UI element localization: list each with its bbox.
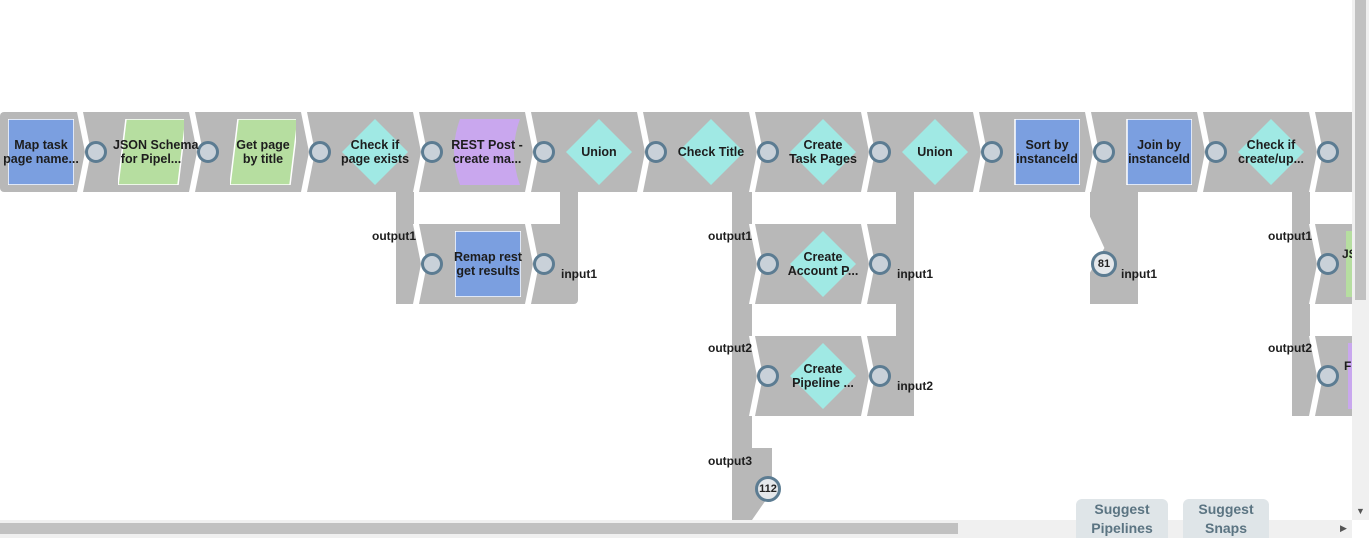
router-icon: [678, 119, 744, 185]
snap-label: Union: [917, 145, 953, 159]
union-icon: [902, 119, 968, 185]
snap-json-schema[interactable]: JSON Schema for Pipel...: [113, 119, 198, 185]
horizontal-scroll-thumb[interactable]: [0, 523, 958, 534]
rest-icon: [454, 119, 520, 185]
view-label-input1: input1: [1121, 267, 1157, 281]
router-icon: [790, 231, 856, 297]
output-port[interactable]: [869, 253, 891, 275]
snap-rest-post[interactable]: REST Post - create ma...: [451, 119, 523, 185]
branch-track-remap-left: [396, 192, 414, 304]
parser-icon: [230, 119, 296, 185]
suggest-pipelines-button[interactable]: Suggest Pipelines: [1076, 499, 1168, 538]
partial-label: F: [1344, 359, 1352, 373]
snap-label: Map task page name...: [3, 138, 79, 166]
snap-remap[interactable]: Remap rest get results: [453, 231, 523, 297]
snap-check-title[interactable]: Check Title: [678, 119, 744, 185]
output-port[interactable]: [421, 141, 443, 163]
snap-map-task[interactable]: Map task page name...: [3, 119, 79, 185]
separator-gap: [752, 304, 896, 336]
snap-label: Union: [581, 145, 617, 159]
branch-track-union-right: [896, 192, 914, 416]
snap-label: JSON Schema for Pipel...: [113, 138, 199, 166]
snap-label: Get page by title: [236, 138, 290, 166]
snap-label: Check Title: [677, 145, 745, 159]
snap-label: REST Post - create ma...: [451, 138, 523, 166]
view-label-output2: output2: [708, 341, 752, 355]
separator-gap: [414, 192, 560, 224]
snap-label: Check if page exists: [340, 138, 410, 166]
horizontal-scrollbar[interactable]: ▶: [0, 520, 1352, 538]
router-icon: [790, 119, 856, 185]
output-port[interactable]: [757, 141, 779, 163]
snap-check-page[interactable]: Check if page exists: [340, 119, 410, 185]
output-port[interactable]: [1317, 141, 1339, 163]
join-icon: [1126, 119, 1192, 185]
separator-gap: [752, 192, 896, 224]
snap-label: Create Account P...: [787, 250, 859, 278]
input-port[interactable]: [757, 365, 779, 387]
snap-partial-right-bottom[interactable]: [1348, 343, 1352, 409]
view-label-output2: output2: [1268, 341, 1312, 355]
input-port[interactable]: [1317, 365, 1339, 387]
vertical-scrollbar[interactable]: ▼: [1352, 0, 1369, 520]
union-icon: [566, 119, 632, 185]
output-port[interactable]: [869, 365, 891, 387]
router-icon: [342, 119, 408, 185]
output-port[interactable]: [1205, 141, 1227, 163]
output-port[interactable]: [533, 141, 555, 163]
suggest-snaps-button[interactable]: Suggest Snaps: [1183, 499, 1269, 538]
snap-label: Create Task Pages: [789, 138, 857, 166]
scroll-down-icon[interactable]: ▼: [1356, 506, 1365, 516]
view-label-output1: output1: [708, 229, 752, 243]
snap-union-1[interactable]: Union: [566, 119, 632, 185]
snap-partial-right-top[interactable]: [1346, 231, 1352, 297]
separator-gap: [1310, 192, 1352, 224]
output-port[interactable]: [197, 141, 219, 163]
output-port[interactable]: [869, 141, 891, 163]
document-count-badge[interactable]: 81: [1091, 251, 1117, 277]
snap-get-page[interactable]: Get page by title: [230, 119, 296, 185]
mapper-icon: [8, 119, 74, 185]
snap-join[interactable]: Join by instanceId: [1126, 119, 1192, 185]
output-port[interactable]: [981, 141, 1003, 163]
output-port[interactable]: [85, 141, 107, 163]
router-icon: [790, 343, 856, 409]
snap-create-account[interactable]: Create Account P...: [787, 231, 859, 297]
sort-icon: [1014, 119, 1080, 185]
output-port[interactable]: [533, 253, 555, 275]
snap-sort[interactable]: Sort by instanceId: [1014, 119, 1080, 185]
separator-gap: [1310, 304, 1352, 336]
branch-track-join: [1090, 192, 1138, 304]
branch-track-remap-right: [560, 192, 578, 232]
view-label-input2: input2: [897, 379, 933, 393]
partial-label: JS: [1342, 247, 1352, 261]
view-label-output1: output1: [372, 229, 416, 243]
input-port[interactable]: [757, 253, 779, 275]
snap-create-task[interactable]: Create Task Pages: [789, 119, 857, 185]
parser-icon: [118, 119, 184, 185]
vertical-scroll-thumb[interactable]: [1355, 0, 1366, 300]
mapper-icon: [455, 231, 521, 297]
input-port[interactable]: [421, 253, 443, 275]
output-port[interactable]: [1093, 141, 1115, 163]
view-label-input1: input1: [897, 267, 933, 281]
input-port[interactable]: [1317, 253, 1339, 275]
output-port[interactable]: [645, 141, 667, 163]
output-port[interactable]: [309, 141, 331, 163]
router-icon: [1238, 119, 1304, 185]
pipeline-canvas[interactable]: Map task page name... JSON Schema for Pi…: [0, 0, 1352, 520]
snap-create-pipeline[interactable]: Create Pipeline ...: [790, 343, 856, 409]
view-label-output3: output3: [708, 454, 752, 468]
view-label-output1: output1: [1268, 229, 1312, 243]
document-count-badge[interactable]: 112: [755, 476, 781, 502]
snap-label: Check if create/up...: [1238, 138, 1304, 166]
snap-label: Remap rest get results: [453, 250, 523, 278]
view-label-input1: input1: [561, 267, 597, 281]
scroll-right-icon[interactable]: ▶: [1340, 523, 1347, 533]
snap-check-create[interactable]: Check if create/up...: [1238, 119, 1304, 185]
snap-union-2[interactable]: Union: [902, 119, 968, 185]
snap-label: Sort by instanceId: [1016, 138, 1078, 166]
snap-label: Create Pipeline ...: [792, 362, 854, 390]
snap-label: Join by instanceId: [1128, 138, 1190, 166]
